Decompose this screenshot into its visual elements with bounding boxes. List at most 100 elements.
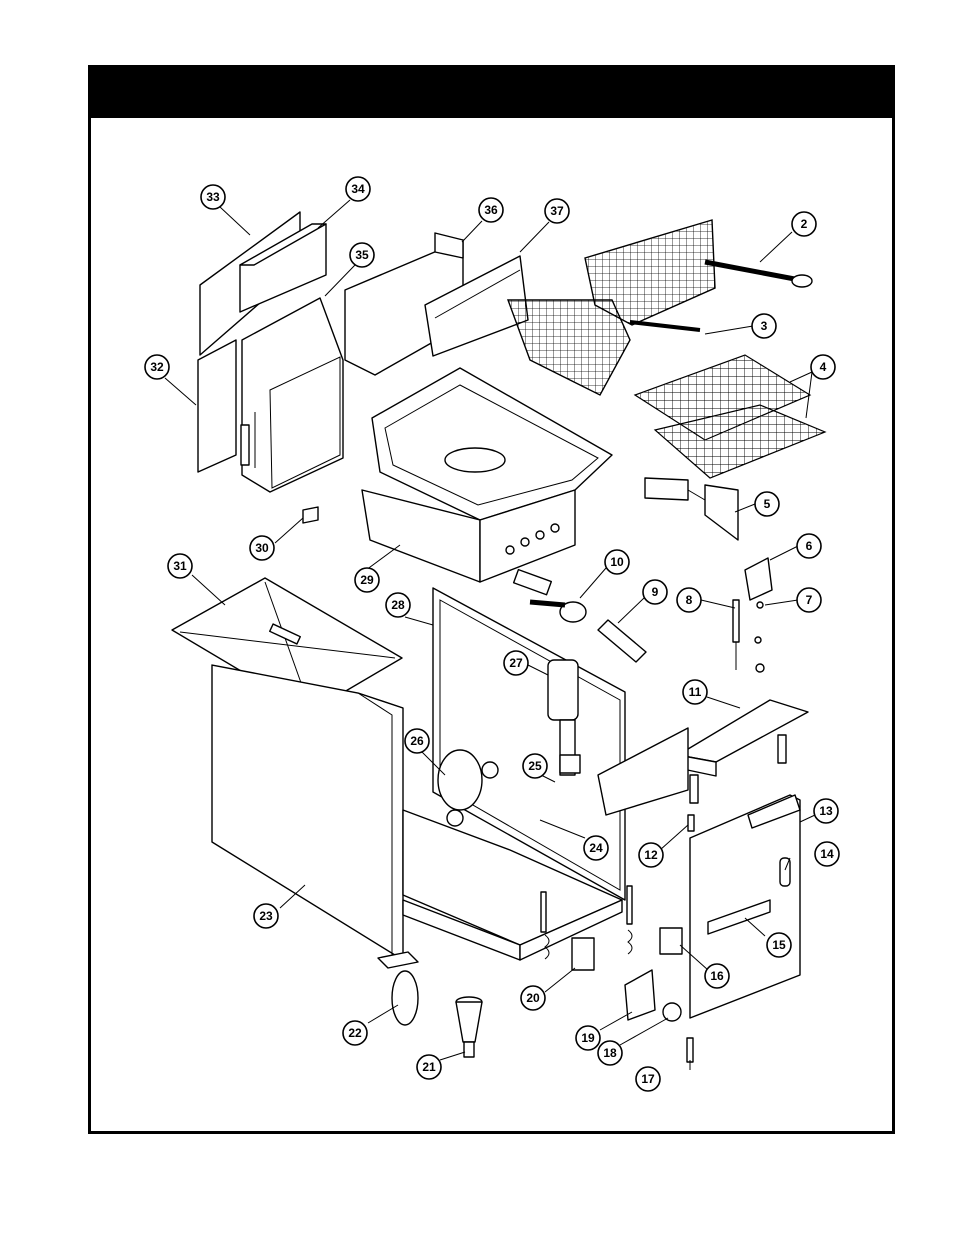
callout-22: 22 xyxy=(342,1020,368,1046)
callout-36: 36 xyxy=(478,197,504,223)
svg-text:32: 32 xyxy=(150,360,164,374)
svg-text:34: 34 xyxy=(351,182,365,196)
callout-2: 2 xyxy=(791,211,817,237)
leader-lines xyxy=(164,199,816,1070)
svg-text:4: 4 xyxy=(820,360,827,374)
callout-19: 19 xyxy=(575,1025,601,1051)
svg-text:26: 26 xyxy=(410,734,424,748)
callout-27: 27 xyxy=(503,650,529,676)
callout-31: 31 xyxy=(167,553,193,579)
svg-text:17: 17 xyxy=(641,1072,655,1086)
washer xyxy=(754,636,762,644)
callout-33: 33 xyxy=(200,184,226,210)
fry-basket-3 xyxy=(506,299,701,396)
valve-assembly-26 xyxy=(437,749,499,827)
drain-hose-9 xyxy=(597,619,647,663)
svg-text:3: 3 xyxy=(761,319,768,333)
svg-text:13: 13 xyxy=(819,804,833,818)
frypot-29 xyxy=(361,367,613,583)
nameplate-15 xyxy=(707,899,771,935)
caster-22 xyxy=(377,951,419,1026)
svg-text:19: 19 xyxy=(581,1031,595,1045)
svg-text:36: 36 xyxy=(484,203,498,217)
svg-text:37: 37 xyxy=(550,204,564,218)
gas-valve-27 xyxy=(547,659,581,776)
svg-text:33: 33 xyxy=(206,190,220,204)
svg-text:25: 25 xyxy=(528,759,542,773)
knob-18 xyxy=(662,1002,682,1022)
callout-9: 9 xyxy=(642,579,668,605)
thermostat-bracket-6 xyxy=(744,557,773,601)
callout-32: 32 xyxy=(144,354,170,380)
callout-5: 5 xyxy=(754,491,780,517)
svg-text:6: 6 xyxy=(806,539,813,553)
svg-text:8: 8 xyxy=(686,593,693,607)
clip-17 xyxy=(686,1037,694,1063)
svg-text:29: 29 xyxy=(360,573,374,587)
leg-21 xyxy=(455,996,483,1058)
callout-10: 10 xyxy=(604,549,630,575)
svg-text:27: 27 xyxy=(509,656,523,670)
svg-text:30: 30 xyxy=(255,541,269,555)
callout-21: 21 xyxy=(416,1054,442,1080)
crumb-tray-31 xyxy=(171,577,403,713)
svg-text:5: 5 xyxy=(764,497,771,511)
thermostat-16 xyxy=(659,927,683,955)
callout-34: 34 xyxy=(345,176,371,202)
callout-11: 11 xyxy=(682,679,708,705)
svg-text:14: 14 xyxy=(820,847,834,861)
door-clip-12 xyxy=(687,814,695,832)
callout-6: 6 xyxy=(796,533,822,559)
front-door-13 xyxy=(689,794,801,1019)
callout-17: 17 xyxy=(635,1066,661,1092)
callout-37: 37 xyxy=(544,198,570,224)
svg-text:15: 15 xyxy=(772,938,786,952)
svg-text:28: 28 xyxy=(391,598,405,612)
front-top-cap-11 xyxy=(597,699,809,816)
svg-text:12: 12 xyxy=(644,848,658,862)
callout-25: 25 xyxy=(522,753,548,779)
svg-text:35: 35 xyxy=(355,248,369,262)
screen-bracket-5 xyxy=(644,477,739,541)
callout-18: 18 xyxy=(597,1040,623,1066)
callout-23: 23 xyxy=(253,903,279,929)
callout-7: 7 xyxy=(796,587,822,613)
svg-text:22: 22 xyxy=(348,1026,362,1040)
callout-3: 3 xyxy=(751,313,777,339)
svg-text:9: 9 xyxy=(652,585,659,599)
callout-12: 12 xyxy=(638,842,664,868)
pilot-assembly-20 xyxy=(540,885,633,971)
diagram-frame xyxy=(88,65,895,1134)
svg-text:21: 21 xyxy=(422,1060,436,1074)
svg-text:10: 10 xyxy=(610,555,624,569)
callout-30: 30 xyxy=(249,535,275,561)
nut-7 xyxy=(756,601,764,609)
svg-text:2: 2 xyxy=(801,217,808,231)
callout-28: 28 xyxy=(385,592,411,618)
svg-text:11: 11 xyxy=(689,685,702,699)
svg-text:24: 24 xyxy=(589,841,603,855)
callout-35: 35 xyxy=(349,242,375,268)
svg-text:20: 20 xyxy=(526,991,540,1005)
cabinet-base xyxy=(402,809,623,961)
probe-8 xyxy=(732,599,740,670)
flue-panel-33 xyxy=(199,211,327,356)
callout-15: 15 xyxy=(766,932,792,958)
clip-30 xyxy=(302,506,319,524)
callout-16: 16 xyxy=(704,963,730,989)
callout-29: 29 xyxy=(354,567,380,593)
svg-text:18: 18 xyxy=(603,1046,617,1060)
side-cabinet-35 xyxy=(240,297,344,493)
drain-valve-10 xyxy=(512,568,587,623)
callout-4: 4 xyxy=(810,354,836,380)
nut xyxy=(755,663,765,673)
callout-24: 24 xyxy=(583,835,609,861)
basket-support-rack-4 xyxy=(633,354,827,479)
control-bracket-19 xyxy=(624,969,656,1021)
callout-8: 8 xyxy=(676,587,702,613)
side-panel-23 xyxy=(211,664,404,961)
side-panel-32 xyxy=(197,339,237,473)
svg-text:31: 31 xyxy=(173,559,187,573)
header-bar xyxy=(91,68,892,118)
